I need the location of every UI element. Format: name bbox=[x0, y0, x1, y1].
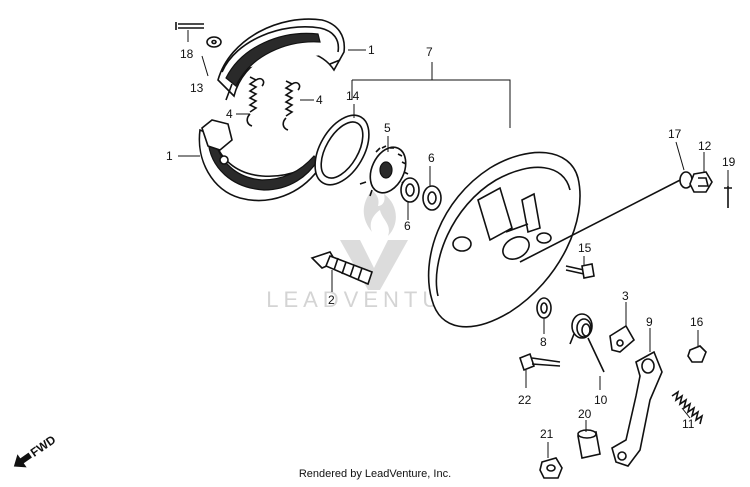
brake-arm bbox=[611, 350, 663, 467]
callout-4-right: 4 bbox=[316, 93, 323, 107]
spring-11 bbox=[671, 390, 704, 425]
callout-7: 7 bbox=[426, 45, 433, 59]
fwd-direction: FWD bbox=[13, 432, 59, 468]
cam-gear bbox=[359, 145, 409, 197]
callout-22: 22 bbox=[518, 393, 532, 407]
seal-ring bbox=[314, 114, 370, 186]
callout-7-bracket bbox=[351, 62, 511, 128]
spring-left bbox=[246, 76, 265, 127]
callout-6-lower: 6 bbox=[404, 219, 411, 233]
callout-18: 18 bbox=[180, 47, 194, 61]
spring-right bbox=[282, 80, 301, 131]
washer-6b bbox=[422, 185, 442, 211]
callout-20: 20 bbox=[578, 407, 592, 421]
callout-13: 13 bbox=[190, 81, 204, 95]
brake-rod bbox=[519, 175, 689, 263]
callout-3: 3 bbox=[622, 289, 629, 303]
callout-12: 12 bbox=[698, 139, 712, 153]
callout-14: 14 bbox=[346, 89, 360, 103]
washer-6a bbox=[400, 177, 420, 203]
callout-21: 21 bbox=[540, 427, 554, 441]
bolt-15 bbox=[565, 263, 595, 279]
brake-shoe-upper bbox=[217, 18, 346, 101]
callout-11: 11 bbox=[682, 417, 695, 431]
callout-9: 9 bbox=[646, 315, 653, 329]
bolt-22 bbox=[519, 352, 561, 372]
callout-4-left: 4 bbox=[226, 107, 233, 121]
washer-13 bbox=[206, 36, 222, 48]
callout-1-upper-shoe: 1 bbox=[368, 43, 375, 57]
cotter-pin bbox=[175, 22, 204, 30]
callout-19: 19 bbox=[722, 155, 736, 169]
nut-16 bbox=[687, 345, 707, 363]
pivot-bolt bbox=[310, 251, 374, 286]
collar-20 bbox=[577, 429, 601, 459]
washer-8 bbox=[536, 297, 552, 319]
fwd-label: FWD bbox=[28, 432, 59, 459]
watermark-v-icon bbox=[340, 240, 408, 290]
footer-credit: Rendered by LeadVenture, Inc. bbox=[298, 468, 452, 480]
fwd-arrow-icon bbox=[13, 452, 32, 468]
callout-10: 10 bbox=[594, 393, 608, 407]
callout-8: 8 bbox=[540, 335, 547, 349]
callout-17: 17 bbox=[668, 127, 682, 141]
callout-1-lower-shoe: 1 bbox=[166, 149, 173, 163]
pin-19 bbox=[724, 186, 732, 208]
nut-12 bbox=[689, 171, 713, 193]
callout-15: 15 bbox=[578, 241, 592, 255]
watermark-flame-icon bbox=[363, 190, 396, 236]
wear-indicator bbox=[609, 324, 636, 353]
leader-lines bbox=[178, 30, 729, 458]
return-spring bbox=[569, 313, 605, 373]
brake-panel bbox=[427, 151, 581, 328]
callout-2: 2 bbox=[328, 293, 335, 307]
brake-shoe-lower bbox=[198, 119, 327, 202]
callout-5: 5 bbox=[384, 121, 391, 135]
callout-6-upper: 6 bbox=[428, 151, 435, 165]
callout-16: 16 bbox=[690, 315, 704, 329]
nut-21 bbox=[539, 457, 563, 479]
